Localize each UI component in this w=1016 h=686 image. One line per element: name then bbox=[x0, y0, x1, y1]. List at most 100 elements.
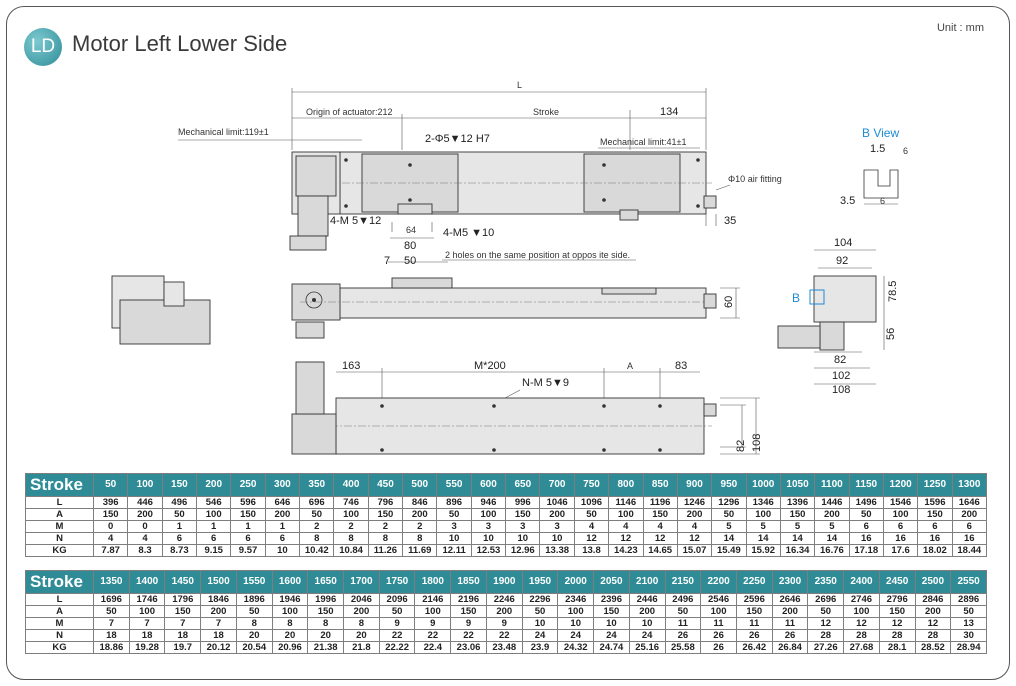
table-cell: 14 bbox=[711, 532, 747, 545]
table-cell: 18 bbox=[200, 629, 237, 642]
table-cell: 5 bbox=[711, 520, 747, 533]
table-cell: 50 bbox=[92, 473, 129, 497]
table-cell: 4 bbox=[127, 532, 163, 545]
table-cell: 496 bbox=[161, 496, 198, 509]
table-cell: 10.42 bbox=[299, 544, 335, 557]
table-cell: 50 bbox=[664, 605, 702, 618]
unit-label: Unit : mm bbox=[936, 22, 984, 34]
dim-60: 60 bbox=[723, 296, 735, 308]
table-cell: 5 bbox=[779, 520, 816, 533]
table-cell: 9 bbox=[485, 617, 523, 630]
table-cell: 6 bbox=[882, 520, 919, 533]
table-cell: 8 bbox=[402, 532, 438, 545]
table-cell: 10 bbox=[539, 532, 575, 545]
table-cell: 1550 bbox=[235, 570, 273, 594]
table-cell: 150 bbox=[450, 605, 487, 618]
table-cell: 50 bbox=[93, 605, 130, 618]
table-cell: 100 bbox=[128, 605, 166, 618]
table-cell: 400 bbox=[333, 473, 369, 497]
table-cell: 50 bbox=[299, 508, 335, 521]
table-cell: 12 bbox=[642, 532, 678, 545]
table-cell: 6 bbox=[161, 532, 198, 545]
table-cell: 16 bbox=[848, 532, 884, 545]
table-cell: 1496 bbox=[848, 496, 884, 509]
table-cell: 27.26 bbox=[807, 641, 845, 654]
table-cell: 21.8 bbox=[343, 641, 380, 654]
dim-64: 64 bbox=[406, 225, 416, 235]
table-cell: 26 bbox=[700, 629, 737, 642]
table-cell: 1450 bbox=[164, 570, 202, 594]
table-cell: 1150 bbox=[848, 473, 884, 497]
table-cell: 28 bbox=[914, 629, 952, 642]
table-cell: 2446 bbox=[628, 593, 666, 606]
table-cell: 27.68 bbox=[843, 641, 880, 654]
table-cell: 11 bbox=[771, 617, 809, 630]
bview-dim-6b: 6 bbox=[880, 196, 885, 206]
table-cell: 18 bbox=[128, 629, 166, 642]
table-cell: 1696 bbox=[93, 593, 130, 606]
table-cell: 200 bbox=[676, 508, 713, 521]
table-cell: 13.8 bbox=[573, 544, 610, 557]
table-cell: 26 bbox=[735, 629, 773, 642]
dim-50: 50 bbox=[404, 255, 416, 267]
table-cell: 24 bbox=[557, 629, 595, 642]
table-cell: 22 bbox=[378, 629, 416, 642]
table-cell: 2350 bbox=[807, 570, 845, 594]
table-cell: 10 bbox=[470, 532, 507, 545]
table-cell: 950 bbox=[711, 473, 747, 497]
table-cell: 16 bbox=[882, 532, 919, 545]
table-cell: 23.48 bbox=[485, 641, 523, 654]
table-cell: 14.23 bbox=[608, 544, 644, 557]
table-cell: 19.28 bbox=[128, 641, 166, 654]
table-cell: 5 bbox=[814, 520, 850, 533]
table-cell: 1 bbox=[196, 520, 232, 533]
mech-limit-left: Mechanical limit:119±1 bbox=[178, 127, 269, 137]
table-cell: 2 bbox=[402, 520, 438, 533]
table-cell: 1896 bbox=[235, 593, 273, 606]
table-cell: 150 bbox=[230, 508, 266, 521]
table-cell: 8 bbox=[271, 617, 309, 630]
table-cell: 1396 bbox=[779, 496, 816, 509]
table-cell: 2896 bbox=[950, 593, 987, 606]
table-cell: 12 bbox=[914, 617, 952, 630]
table-cell: 16 bbox=[917, 532, 953, 545]
table-cell: 9 bbox=[378, 617, 416, 630]
air-fitting-label: Φ10 air fitting bbox=[728, 174, 782, 184]
table-cell: 28.94 bbox=[950, 641, 987, 654]
end-label-b: B bbox=[792, 291, 800, 305]
table-cell: 15.49 bbox=[711, 544, 747, 557]
table-cell: 8 bbox=[367, 532, 404, 545]
table-cell: 550 bbox=[436, 473, 472, 497]
table-cell: 50 bbox=[235, 605, 273, 618]
dim-163: 163 bbox=[342, 360, 360, 372]
table-cell: 150 bbox=[642, 508, 678, 521]
table-cell: 7.87 bbox=[92, 544, 129, 557]
table-cell: 7 bbox=[128, 617, 166, 630]
table-cell: 200 bbox=[539, 508, 575, 521]
table-cell: 100 bbox=[843, 605, 880, 618]
end-dim-82: 82 bbox=[834, 354, 846, 366]
table-cell: 600 bbox=[470, 473, 507, 497]
table-cell: 50 bbox=[807, 605, 845, 618]
table-cell: 1046 bbox=[539, 496, 575, 509]
dim-L: L bbox=[517, 80, 522, 90]
dim-134: 134 bbox=[660, 106, 678, 118]
table-cell: 200 bbox=[343, 605, 380, 618]
table-cell: 2546 bbox=[700, 593, 737, 606]
bview-dim-35: 3.5 bbox=[840, 195, 855, 207]
row-label: A bbox=[25, 605, 94, 618]
table-cell: 1946 bbox=[271, 593, 309, 606]
table-cell: 28 bbox=[843, 629, 880, 642]
table-cell: 200 bbox=[264, 508, 301, 521]
table-cell: 11.69 bbox=[402, 544, 438, 557]
table-cell: 2296 bbox=[521, 593, 559, 606]
table-cell: 2496 bbox=[664, 593, 702, 606]
row-label: KG bbox=[25, 544, 94, 557]
table-cell: 18 bbox=[164, 629, 202, 642]
top-view: L Origin of actuator:212 Stroke 134 Mech… bbox=[178, 80, 782, 252]
